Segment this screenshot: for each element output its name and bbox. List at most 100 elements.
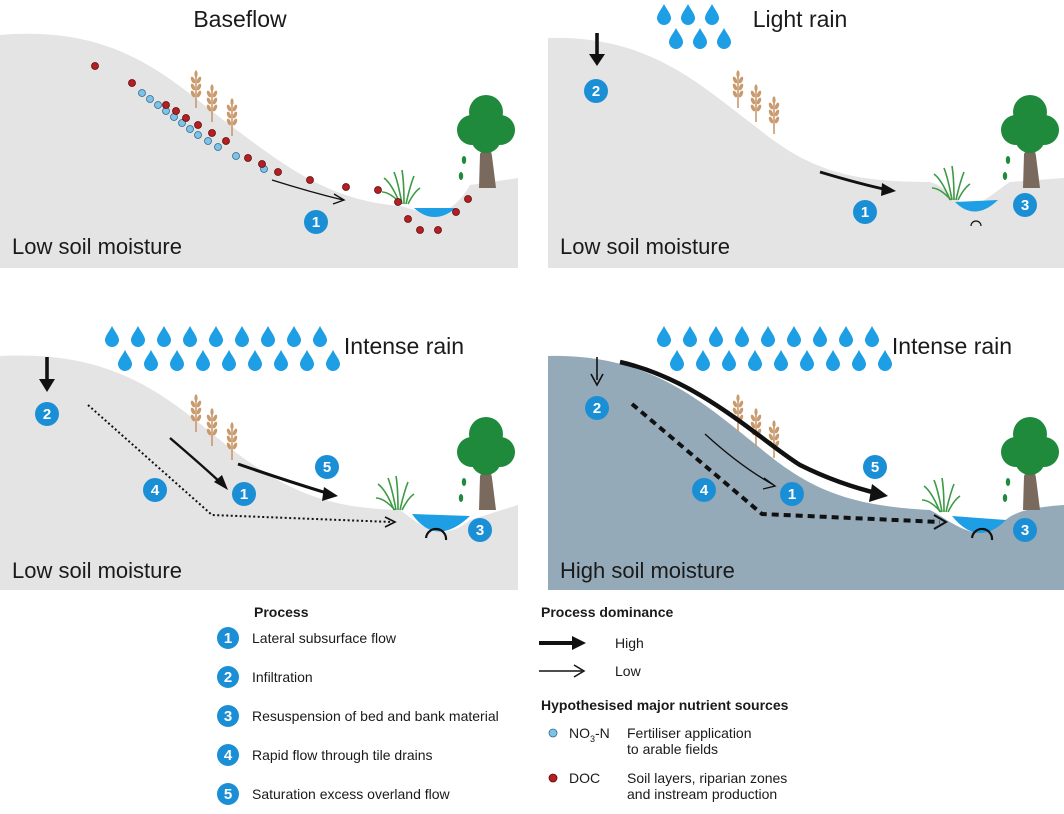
wheat-icon — [749, 407, 763, 447]
svg-text:1: 1 — [240, 486, 248, 503]
process-badge: 3 — [1013, 518, 1037, 542]
legend-badge: 3 — [224, 708, 232, 725]
process-badge: 3 — [468, 518, 492, 542]
legend-process-label: Infiltration — [252, 669, 313, 685]
grass-icon — [381, 169, 421, 205]
panel-title: Baseflow — [193, 6, 287, 32]
hillslope — [548, 37, 1064, 268]
sources-legend: Hypothesised major nutrient sources NO3-… — [541, 697, 789, 802]
arrowhead — [332, 193, 346, 205]
legend-heading-sources: Hypothesised major nutrient sources — [541, 697, 789, 713]
process-badge: 2 — [35, 402, 59, 426]
svg-text:3: 3 — [1021, 522, 1029, 539]
doc-dot-icon — [548, 773, 558, 783]
process-badge: 2 — [585, 396, 609, 420]
arrowhead — [384, 516, 397, 528]
process-badge: 4 — [143, 478, 167, 502]
panel-title: Intense rain — [344, 333, 464, 359]
svg-text:2: 2 — [592, 83, 600, 100]
svg-text:5: 5 — [871, 459, 879, 476]
wheat-icon — [731, 393, 745, 433]
flow-arrow-lateral — [271, 179, 344, 201]
legend-badge: 5 — [224, 786, 232, 803]
legend-high-label: High — [615, 635, 644, 651]
process-badge: 1 — [853, 200, 877, 224]
legend-heading-process: Process — [254, 604, 309, 620]
soil-moisture-label: Low soil moisture — [560, 234, 730, 259]
hillslope — [548, 355, 1064, 590]
arrowhead — [573, 664, 586, 678]
legend-process-label: Saturation excess overland flow — [252, 786, 451, 802]
arrowhead — [214, 475, 228, 490]
soil-moisture-label: High soil moisture — [560, 558, 735, 583]
arrowhead — [933, 514, 948, 530]
process-badge: 5 — [315, 455, 339, 479]
rain-drops — [657, 4, 731, 49]
legend-low-label: Low — [615, 663, 642, 679]
legend-source-name: NO3-N — [569, 725, 610, 744]
process-badge: 4 — [692, 478, 716, 502]
panel-intense-rain-high: 2 4 1 5 3 High soil moisture — [548, 355, 1064, 590]
panel-title: Light rain — [753, 6, 848, 32]
svg-text:2: 2 — [593, 400, 601, 417]
process-badge: 1 — [780, 482, 804, 506]
nitrate-dots — [138, 89, 268, 173]
svg-text:3: 3 — [1021, 197, 1029, 214]
rain-drops — [657, 326, 892, 371]
stream-water — [414, 208, 456, 217]
legend-source-desc: to arable fields — [627, 741, 718, 757]
tree-icon — [1001, 95, 1059, 188]
legend-badge: 2 — [224, 669, 232, 686]
overland-flow — [237, 462, 331, 496]
stream-water — [955, 200, 998, 212]
grass-icon — [375, 475, 415, 511]
stream-water — [952, 516, 1006, 534]
tree-icon — [1001, 417, 1059, 510]
arrowhead — [589, 54, 605, 66]
resuspension-swirl — [970, 220, 982, 227]
svg-text:1: 1 — [788, 486, 796, 503]
arrowhead — [762, 477, 777, 490]
legend-source-name: DOC — [569, 770, 600, 786]
tile-drain-flow — [630, 402, 941, 524]
legend-process-label: Resuspension of bed and bank material — [252, 708, 499, 724]
svg-text:1: 1 — [312, 214, 320, 231]
rain-drops — [105, 326, 340, 371]
legend-badge: 1 — [224, 630, 232, 647]
soil-moisture-label: Low soil moisture — [12, 558, 182, 583]
legend-process-label: Lateral subsurface flow — [252, 630, 397, 646]
panel-title: Intense rain — [892, 333, 1012, 359]
grass-icon — [921, 477, 961, 513]
flow-arrow-lateral — [704, 433, 773, 485]
svg-text:2: 2 — [43, 406, 51, 423]
wheat-icon — [731, 69, 745, 109]
svg-text:3: 3 — [476, 522, 484, 539]
doc-dots — [91, 62, 472, 234]
arrowhead — [590, 373, 604, 387]
process-badge: 1 — [232, 482, 256, 506]
legend-source-desc: Soil layers, riparian zones — [627, 770, 787, 786]
process-legend: Process 1 Lateral subsurface flow 2 Infi… — [217, 604, 499, 805]
svg-text:4: 4 — [700, 482, 709, 499]
svg-text:4: 4 — [151, 482, 160, 499]
process-badge: 5 — [863, 455, 887, 479]
tree-icon — [457, 95, 515, 188]
dominance-legend: Process dominance High Low — [539, 604, 673, 679]
arrowhead — [322, 487, 338, 501]
panel-baseflow: 1 Low soil moisture — [0, 33, 518, 268]
process-badge: 1 — [304, 210, 328, 234]
resuspension-swirl — [970, 527, 994, 541]
hillslope — [0, 33, 518, 268]
legend-source-desc: and instream production — [627, 786, 777, 802]
panel-intense-rain-low: 2 4 1 5 3 Low soil moisture — [0, 355, 518, 590]
tile-drain-flow — [87, 404, 393, 523]
process-badge: 2 — [584, 79, 608, 103]
wheat-icon — [749, 83, 763, 123]
svg-text:1: 1 — [861, 204, 869, 221]
legend-source-desc: Fertiliser application — [627, 725, 752, 741]
legend-process-label: Rapid flow through tile drains — [252, 747, 433, 763]
overland-flow — [619, 359, 881, 497]
resuspension-swirl — [424, 527, 448, 541]
